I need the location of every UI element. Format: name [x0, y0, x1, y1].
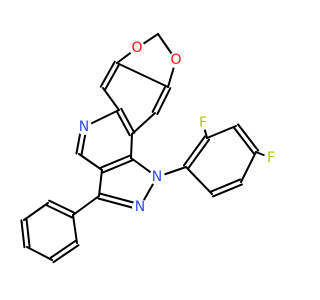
oxygen-atom-upper-left: O — [129, 40, 145, 56]
svg-text:O: O — [170, 52, 181, 68]
single-bond — [185, 166, 213, 195]
single-bond — [23, 202, 49, 221]
bonds — [20, 33, 272, 264]
single-bond — [102, 87, 120, 111]
single-bond — [130, 133, 133, 159]
pyrazole-nitrogen-n2: N — [132, 199, 148, 215]
double-bond-line — [49, 239, 77, 259]
single-bond — [98, 169, 103, 197]
single-bond — [26, 246, 53, 261]
svg-text:N: N — [135, 199, 145, 215]
svg-text:N: N — [79, 119, 89, 135]
fluorine-atom-ortho: F — [196, 115, 210, 131]
double-bond-line — [115, 110, 131, 137]
double-bond-line — [211, 183, 243, 198]
double-bond-line — [232, 126, 255, 155]
double-bond-line — [151, 84, 167, 113]
single-bond — [72, 195, 100, 216]
single-bond — [72, 214, 78, 244]
double-bond-line — [237, 123, 260, 152]
single-bond — [116, 62, 169, 88]
double-bond-line — [20, 219, 26, 249]
double-bond-line — [100, 154, 132, 169]
double-bond-line — [99, 60, 116, 88]
single-bond — [131, 112, 156, 135]
svg-text:O: O — [131, 40, 142, 56]
svg-text:F: F — [199, 115, 207, 131]
molecule-diagram: O O N N N F F — [20, 33, 278, 264]
svg-text:F: F — [267, 150, 275, 166]
double-bond-line — [187, 138, 211, 170]
double-bond-line — [25, 218, 31, 248]
fluorine-atom-para: F — [264, 150, 278, 166]
svg-text:N: N — [152, 169, 162, 185]
structure-drawing: O O N N N F F — [20, 33, 278, 264]
single-bond — [78, 153, 103, 171]
double-bond-line — [156, 87, 172, 116]
oxygen-atom-upper-right: O — [168, 52, 184, 68]
single-bond — [206, 125, 237, 139]
double-bond-line — [104, 63, 121, 91]
single-bond — [240, 151, 257, 183]
double-bond-line — [210, 178, 242, 193]
double-bond-line — [101, 159, 133, 174]
quinoline-nitrogen: N — [76, 119, 92, 135]
double-bond-line — [48, 199, 76, 214]
pyrazole-nitrogen-n1: N — [149, 169, 165, 185]
double-bond-line — [45, 204, 73, 219]
double-bond-line — [52, 244, 80, 264]
atom-labels: O O N N N F F — [76, 40, 278, 215]
double-bond-line — [182, 135, 206, 167]
double-bond-line — [120, 107, 136, 134]
